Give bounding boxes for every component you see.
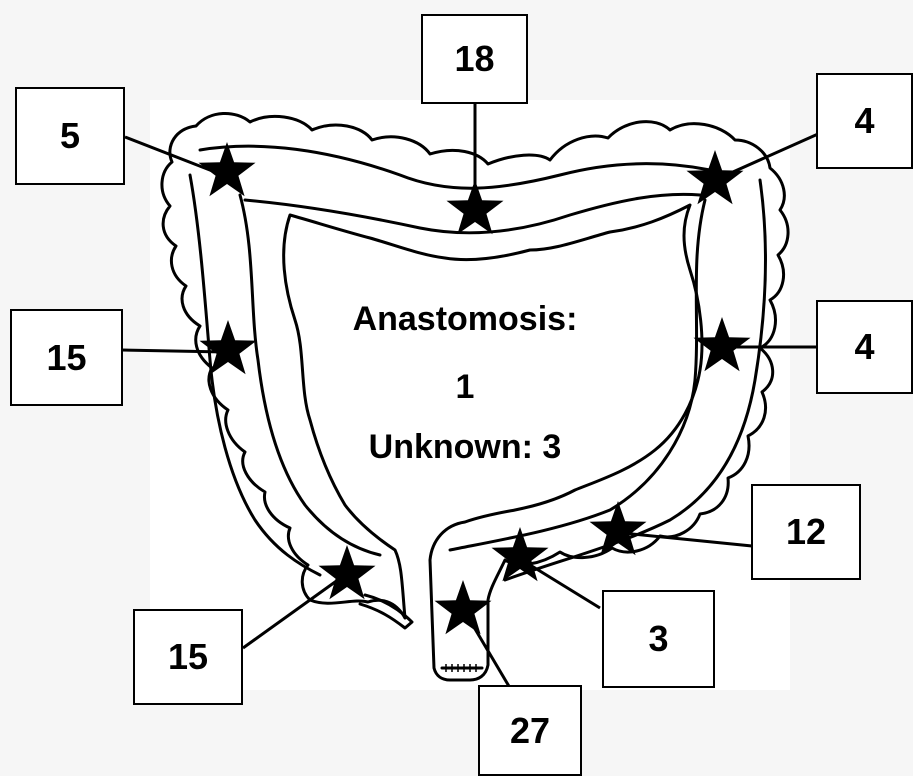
anastomosis-label: Anastomosis:	[300, 300, 630, 339]
leader-line-15-left	[122, 350, 225, 352]
leader-line-5	[125, 137, 215, 172]
label-box-transverse-mid: 18	[421, 14, 528, 104]
label-box-rectum: 27	[478, 685, 582, 776]
label-box-splenic-flexure: 4	[816, 73, 913, 169]
leader-line-15-bottom	[243, 577, 342, 648]
transverse-inner-line	[200, 146, 710, 188]
star-marker	[319, 545, 376, 599]
label-box-descending-upper: 4	[816, 300, 913, 394]
star-marker	[590, 501, 647, 555]
anastomosis-count: 1	[300, 368, 630, 407]
label-box-ascending: 15	[10, 309, 123, 406]
label-box-cecum: 15	[133, 609, 243, 705]
leader-line-3	[522, 560, 600, 608]
leader-line-12	[622, 533, 752, 546]
label-box-sigmoid: 3	[602, 590, 715, 688]
label-box-hepatic-flexure: 5	[15, 87, 125, 185]
star-marker	[435, 580, 492, 634]
unknown-label: Unknown: 3	[300, 428, 630, 467]
label-box-descending-lower: 12	[751, 484, 861, 580]
